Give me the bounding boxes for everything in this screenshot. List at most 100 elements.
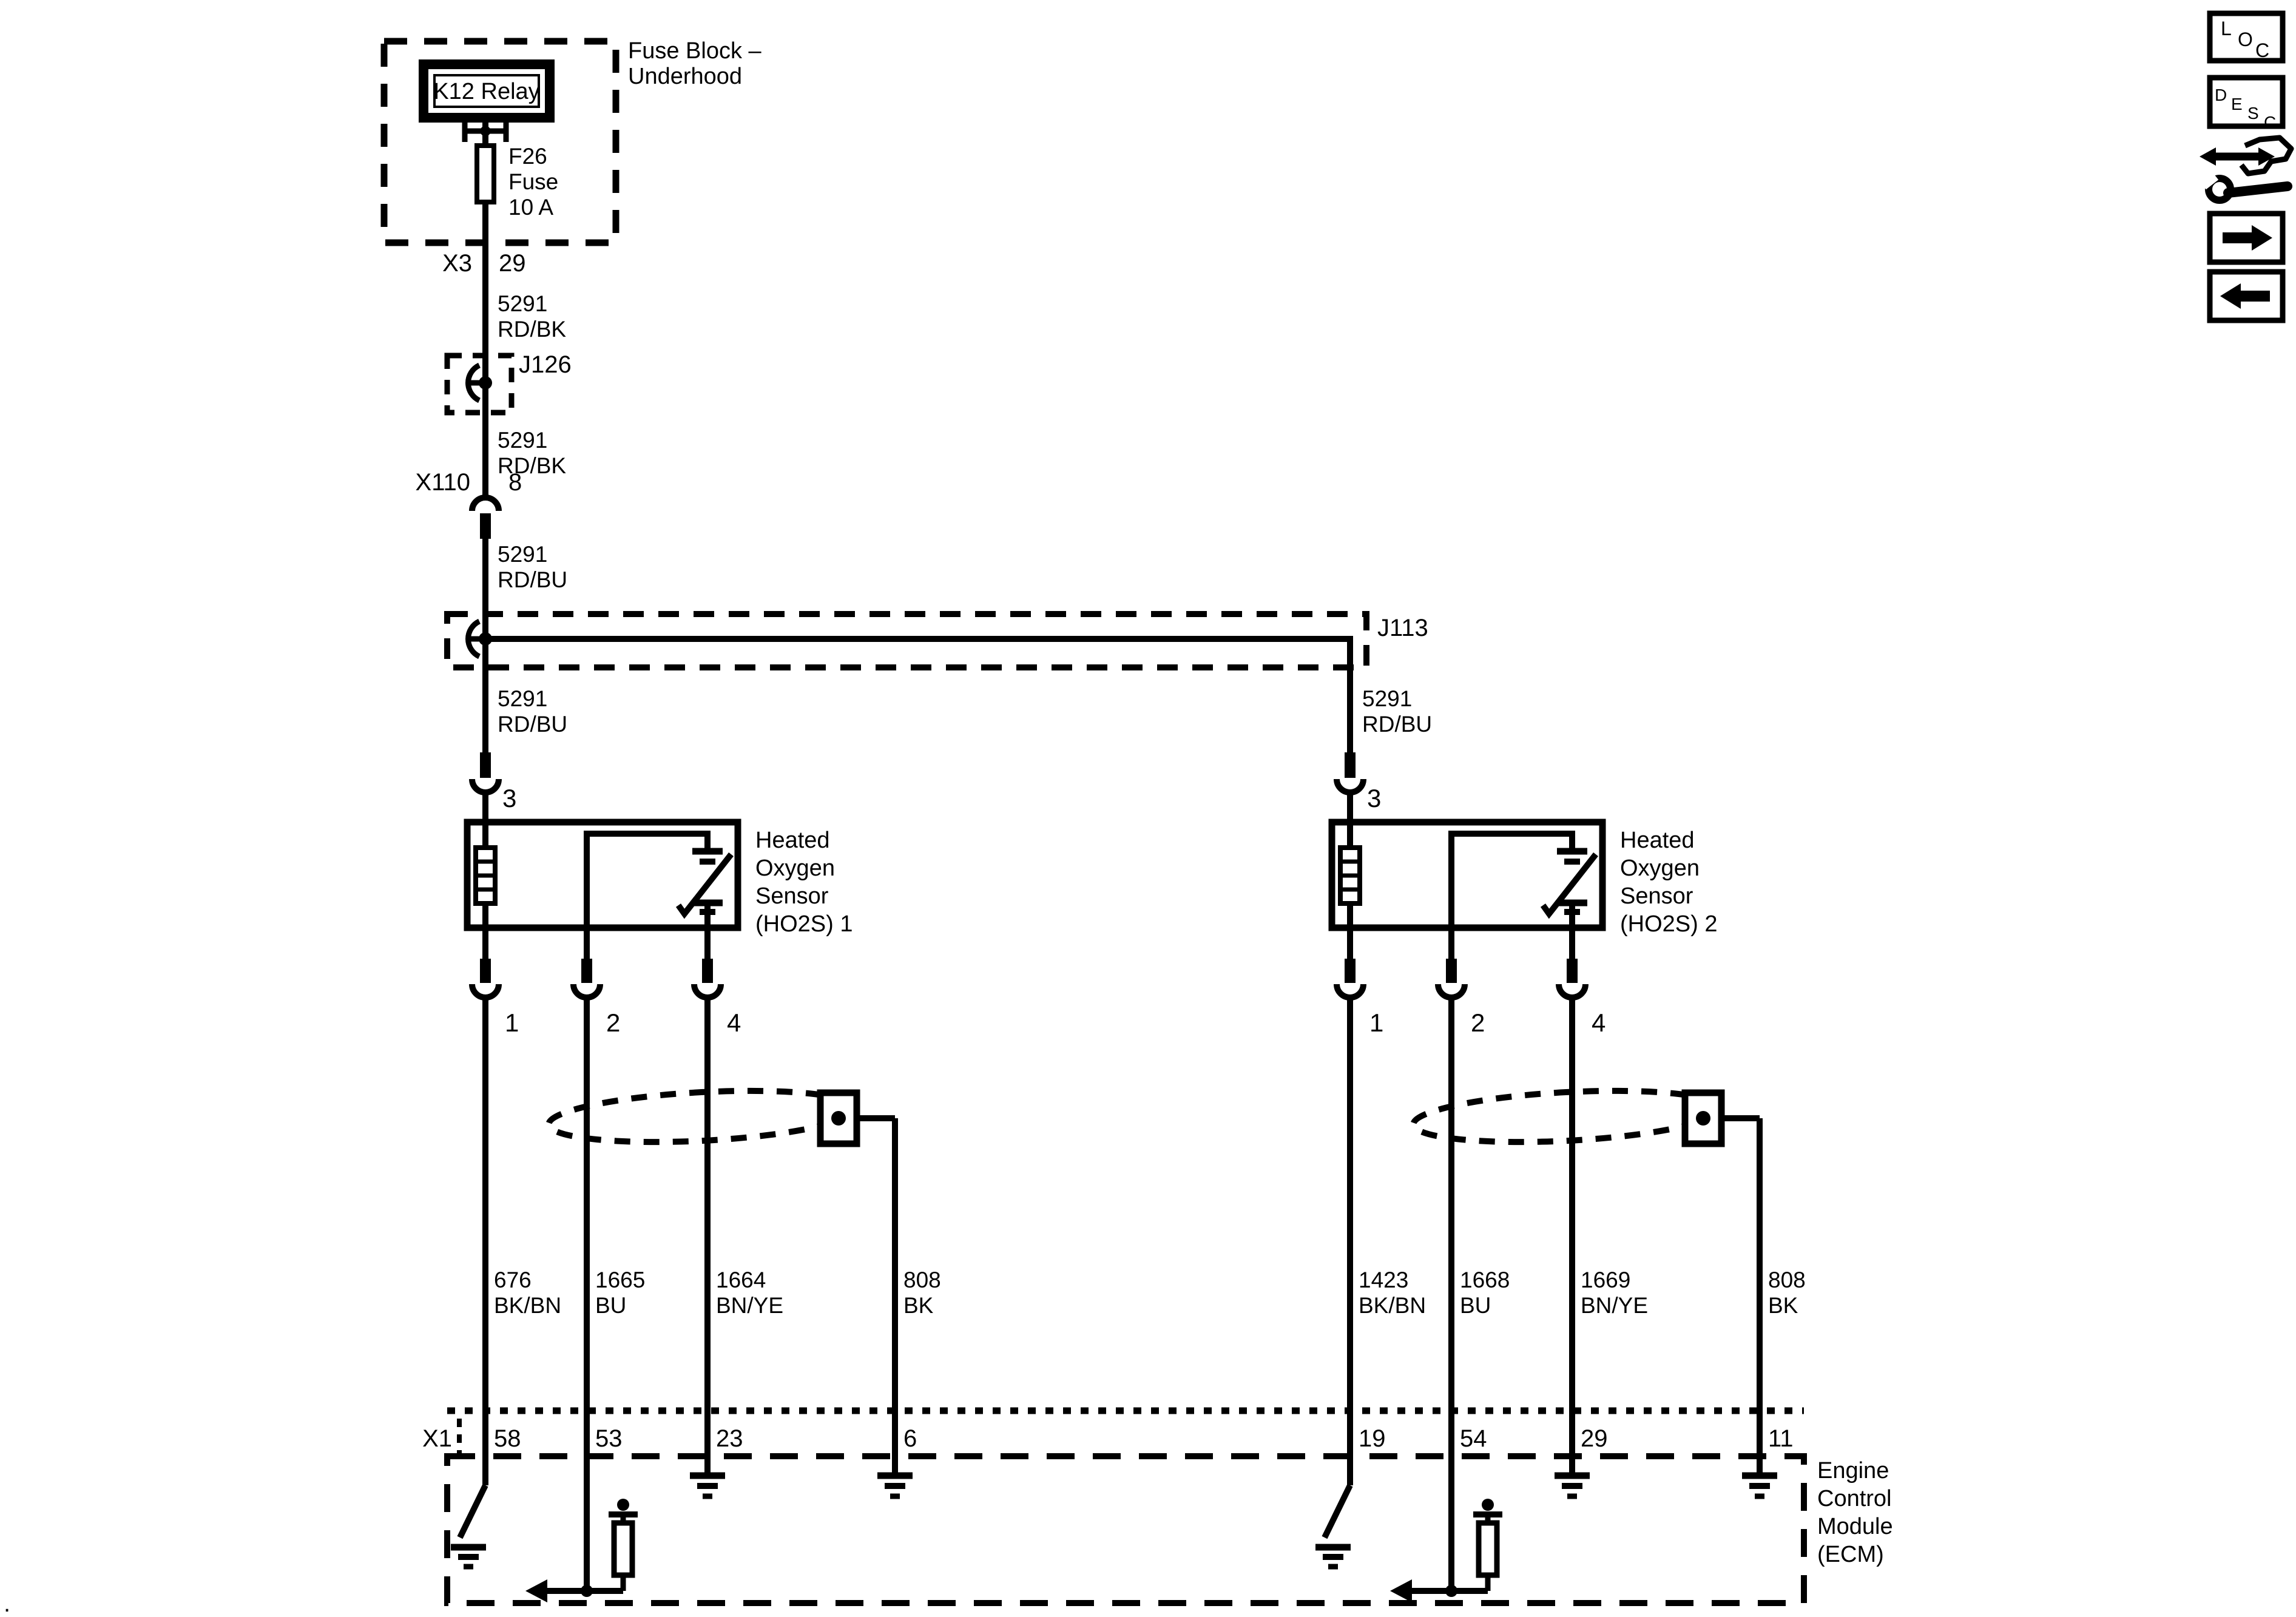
svg-text:Fuse: Fuse — [508, 169, 558, 194]
sense-cell-icon — [584, 831, 734, 928]
adjust-wrench-icon[interactable] — [2200, 135, 2294, 204]
loc-button[interactable]: L O C — [2207, 10, 2286, 64]
svg-text:Heated: Heated — [1620, 828, 1695, 853]
svg-text:RD/BU: RD/BU — [1362, 712, 1432, 737]
wire-ho2s1-to-ecm — [482, 928, 898, 1591]
splice-j126-box — [444, 353, 515, 416]
ho2s1-sensor — [464, 819, 741, 931]
k12-relay: K12 Relay — [419, 59, 555, 123]
svg-text:5291: 5291 — [498, 542, 547, 567]
nav-back-button[interactable] — [2207, 269, 2286, 323]
svg-text:BN/YE: BN/YE — [716, 1293, 783, 1318]
svg-text:Engine: Engine — [1817, 1458, 1889, 1484]
svg-text:1664: 1664 — [716, 1268, 766, 1292]
svg-text:2: 2 — [1471, 1008, 1485, 1037]
svg-text:1668: 1668 — [1460, 1268, 1510, 1292]
shield-ellipse-right — [1410, 1087, 1724, 1146]
fuse-block-title: Fuse Block – Underhood — [628, 38, 762, 89]
desc-letter-c: C — [2264, 113, 2276, 132]
svg-text:54: 54 — [1460, 1425, 1487, 1452]
wire-label-1669: 1669 BN/YE — [1581, 1268, 1648, 1318]
splice-j113: J113 — [465, 615, 1428, 660]
svg-text:5291: 5291 — [498, 686, 547, 711]
svg-text:4: 4 — [727, 1008, 741, 1037]
svg-text:1: 1 — [505, 1008, 519, 1037]
ecm-ground-11 — [1742, 1472, 1777, 1499]
ecm-ground-6 — [877, 1472, 913, 1499]
splice-j126: J126 — [465, 351, 572, 403]
signal-arrow-icon — [1390, 1579, 1412, 1602]
svg-text:RD/BK: RD/BK — [498, 453, 566, 478]
loc-letter-o: O — [2238, 29, 2253, 50]
ecm-pin-labels: X1 58 53 23 6 19 54 29 11 — [422, 1425, 1793, 1452]
wire-label-808-left: 808 BK — [903, 1268, 941, 1318]
shield-ellipse-left — [545, 1087, 860, 1146]
svg-text:RD/BK: RD/BK — [498, 317, 566, 342]
svg-text:29: 29 — [1581, 1425, 1608, 1452]
wire-label-5291-rdbu-1: 5291 RD/BU — [498, 542, 567, 592]
ho2s2-pin3-label: 3 — [1367, 784, 1381, 812]
ecm-ground-29 — [1555, 1472, 1590, 1499]
svg-text:Underhood: Underhood — [628, 64, 742, 89]
ecm-switch-ground-58 — [451, 1484, 488, 1570]
svg-text:1669: 1669 — [1581, 1268, 1630, 1292]
fuse-f26-icon — [474, 143, 496, 204]
svg-text:Sensor: Sensor — [1620, 883, 1693, 909]
wire-label-808-right: 808 BK — [1768, 1268, 1806, 1318]
svg-text:BK/BN: BK/BN — [1359, 1293, 1426, 1318]
nav-forward-button[interactable] — [2207, 211, 2286, 265]
fuse-f26-text: F26 Fuse 10 A — [508, 144, 558, 220]
shield-termination-right — [1681, 1089, 1760, 1147]
sense-cell-icon — [1448, 831, 1598, 928]
svg-text:(HO2S) 2: (HO2S) 2 — [1620, 911, 1717, 937]
ho2s2-title: Heated Oxygen Sensor (HO2S) 2 — [1620, 828, 1717, 937]
svg-text:23: 23 — [716, 1425, 743, 1452]
x3-pin-29: 29 — [499, 250, 526, 277]
heater-element-icon — [473, 822, 498, 928]
ho2s1-title: Heated Oxygen Sensor (HO2S) 1 — [755, 828, 853, 937]
ho2s1-pin3-connector: 3 — [469, 752, 516, 812]
ecm-pullup-resistor-53 — [525, 1499, 638, 1602]
svg-text:Oxygen: Oxygen — [1620, 856, 1700, 881]
svg-text:5291: 5291 — [498, 291, 547, 316]
right-arrow-icon — [2223, 225, 2272, 251]
k12-relay-label: K12 Relay — [433, 79, 539, 104]
wire-label-5291-rdbk-2: 5291 RD/BK — [498, 428, 566, 478]
svg-text:4: 4 — [1592, 1008, 1606, 1037]
svg-text:1: 1 — [1369, 1008, 1383, 1037]
svg-text:BK: BK — [1768, 1293, 1798, 1318]
svg-text:BK/BN: BK/BN — [494, 1293, 561, 1318]
svg-text:6: 6 — [903, 1425, 917, 1452]
svg-text:Oxygen: Oxygen — [755, 856, 835, 881]
svg-text:Module: Module — [1817, 1514, 1893, 1539]
wire-label-5291-rdbu-3: 5291 RD/BU — [1362, 686, 1432, 737]
svg-text:Sensor: Sensor — [755, 883, 829, 909]
wire-label-1664: 1664 BN/YE — [716, 1268, 783, 1318]
svg-text:808: 808 — [1768, 1268, 1806, 1292]
svg-text:BU: BU — [1460, 1293, 1491, 1318]
desc-button[interactable]: D E S C — [2207, 75, 2286, 132]
wire-label-1665: 1665 BU — [595, 1268, 645, 1318]
svg-text:BN/YE: BN/YE — [1581, 1293, 1648, 1318]
svg-text:676: 676 — [494, 1268, 532, 1292]
svg-text:BK: BK — [903, 1293, 934, 1318]
ecm-switch-ground-19 — [1315, 1484, 1353, 1570]
page-artifact-dot: . — [4, 1590, 10, 1617]
j113-label: J113 — [1377, 615, 1428, 641]
svg-text:2: 2 — [606, 1008, 620, 1037]
svg-text:RD/BU: RD/BU — [498, 567, 567, 592]
svg-text:F26: F26 — [508, 144, 547, 169]
ho2s2-bottom-connectors: 1 2 4 — [1334, 959, 1606, 1037]
ho2s1-bottom-connectors: 1 2 4 — [469, 959, 741, 1037]
wire-ho2s2-to-ecm — [1347, 928, 1763, 1591]
shield-termination-left — [817, 1089, 895, 1147]
svg-text:19: 19 — [1359, 1425, 1386, 1452]
svg-text:Control: Control — [1817, 1486, 1892, 1511]
desc-letter-d: D — [2215, 86, 2227, 104]
svg-text:1665: 1665 — [595, 1268, 645, 1292]
wire-label-1668: 1668 BU — [1460, 1268, 1510, 1318]
svg-text:Heated: Heated — [755, 828, 830, 853]
x110-label: X110 — [416, 469, 470, 496]
ecm-box — [444, 1453, 1807, 1606]
ho2s2-pin3-connector: 3 — [1334, 752, 1381, 812]
